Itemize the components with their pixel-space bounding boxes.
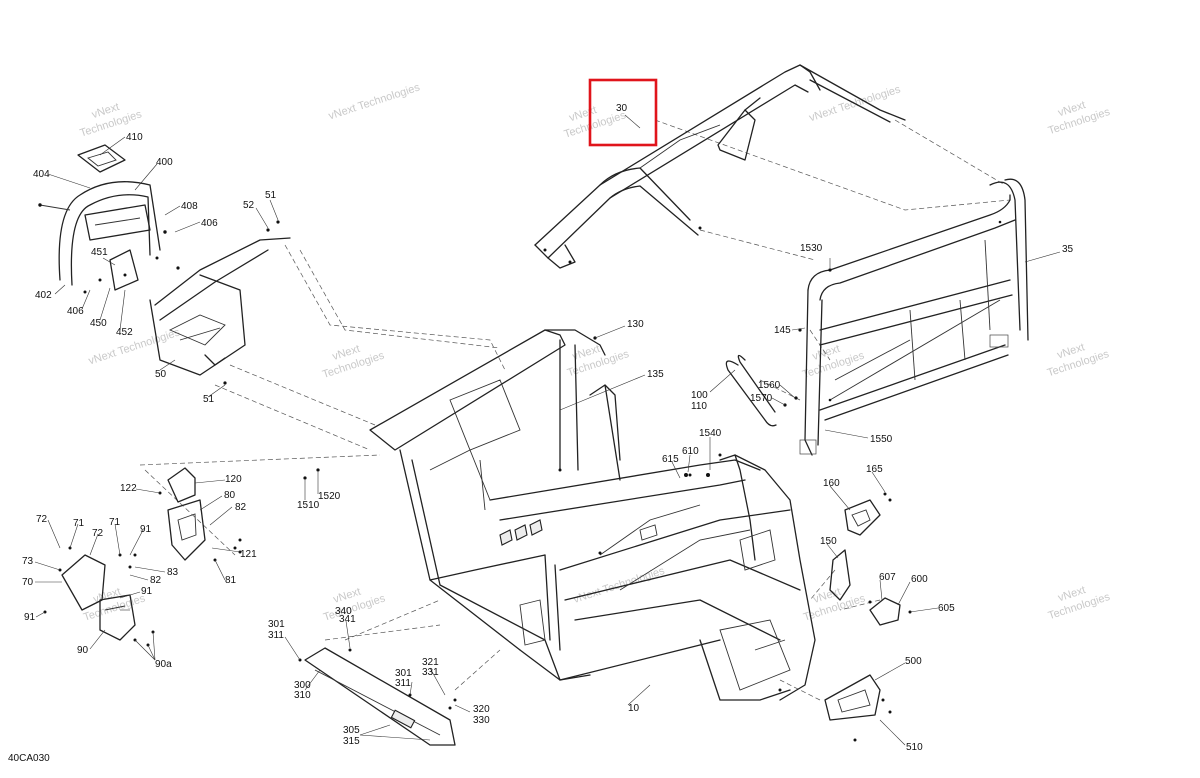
- callout-400: 400: [156, 157, 173, 168]
- hardware: [123, 266, 832, 480]
- callout-408: 408: [181, 201, 198, 212]
- callout-406b: 406: [67, 306, 84, 317]
- callout-450: 450: [90, 318, 107, 329]
- callout-90a: 90a: [155, 659, 172, 670]
- callout-50: 50: [155, 369, 167, 380]
- callout-51a: 51: [265, 190, 277, 201]
- callout-145: 145: [774, 325, 791, 336]
- callout-51b: 51: [203, 394, 215, 405]
- callout-82a: 82: [235, 502, 247, 513]
- watermarks: vNext Technologies vNext Technologies vN…: [79, 81, 1112, 623]
- callout-311b: 311: [395, 678, 411, 689]
- callout-1540: 1540: [699, 428, 722, 439]
- callout-341: 341: [339, 614, 356, 625]
- callout-1550: 1550: [870, 434, 893, 445]
- callout-135: 135: [647, 369, 664, 380]
- suspension-bracket-assembly: [43, 467, 242, 647]
- callout-500: 500: [905, 656, 922, 667]
- callout-315: 315: [343, 736, 360, 747]
- right-side-brackets: [824, 492, 912, 742]
- callout-402: 402: [35, 290, 52, 301]
- callout-1530: 1530: [800, 243, 823, 254]
- callout-52: 52: [243, 200, 255, 211]
- callout-1510: 1510: [297, 500, 320, 511]
- main-chassis: [369, 329, 816, 701]
- callout-90: 90: [77, 645, 89, 656]
- callout-340: 340: [335, 606, 352, 617]
- callout-83: 83: [167, 567, 179, 578]
- callout-91b: 91: [141, 586, 153, 597]
- figure-code: 40CA030: [8, 753, 50, 764]
- grab-handle: [725, 354, 777, 427]
- callout-510: 510: [906, 742, 923, 753]
- callout-406a: 406: [201, 218, 218, 229]
- callout-452: 452: [116, 327, 133, 338]
- callout-70: 70: [22, 577, 34, 588]
- roll-cage-rear: [799, 64, 1029, 456]
- callout-121: 121: [240, 549, 257, 560]
- callout-71b: 71: [109, 517, 121, 528]
- callout-1570: 1570: [750, 393, 773, 404]
- callout-120: 120: [225, 474, 242, 485]
- callout-122: 122: [120, 483, 137, 494]
- callout-321: 321: [422, 657, 439, 668]
- front-bumper-assembly: [38, 144, 167, 294]
- callout-30: 30: [616, 103, 628, 114]
- callout-301a: 301: [268, 619, 285, 630]
- roll-cage-front: [534, 64, 821, 269]
- callout-160: 160: [823, 478, 840, 489]
- assembly-guide-lines: [139, 119, 1011, 701]
- callout-82b: 82: [150, 575, 162, 586]
- callout-150: 150: [820, 536, 837, 547]
- callout-311a: 311: [268, 630, 284, 641]
- callout-320: 320: [473, 704, 490, 715]
- callout-91c: 91: [24, 612, 36, 623]
- callout-607: 607: [879, 572, 896, 583]
- callout-451: 451: [91, 247, 108, 258]
- callout-605: 605: [938, 603, 955, 614]
- callout-300: 300: [294, 680, 311, 691]
- watermark: vNext Technologies: [87, 326, 182, 367]
- part-callouts: 30 35 1530 145 1560 1570 100 110 1550 13…: [8, 103, 1074, 764]
- callout-91a: 91: [140, 524, 152, 535]
- callout-81: 81: [225, 575, 237, 586]
- callout-1520: 1520: [318, 491, 341, 502]
- callout-10: 10: [628, 703, 640, 714]
- watermark: vNext Technologies: [572, 565, 667, 606]
- callout-600: 600: [911, 574, 928, 585]
- leader-lines: [34, 114, 1061, 746]
- callout-410: 410: [126, 132, 143, 143]
- callout-615: 615: [662, 454, 679, 465]
- callout-330: 330: [473, 715, 490, 726]
- callout-130: 130: [627, 319, 644, 330]
- callout-80: 80: [224, 490, 236, 501]
- callout-110: 110: [691, 401, 707, 412]
- callout-305: 305: [343, 725, 360, 736]
- callout-404: 404: [33, 169, 50, 180]
- watermark: vNext Technologies: [327, 81, 422, 122]
- callout-71a: 71: [73, 518, 85, 529]
- callout-35: 35: [1062, 244, 1074, 255]
- callout-73: 73: [22, 556, 34, 567]
- front-bracket-assembly: [149, 220, 291, 385]
- callout-165: 165: [866, 464, 883, 475]
- skid-plate: [298, 647, 457, 746]
- highlight-box: [588, 78, 658, 147]
- callout-310: 310: [294, 690, 311, 701]
- callout-100: 100: [691, 390, 708, 401]
- callout-72b: 72: [92, 528, 104, 539]
- callout-331: 331: [422, 667, 439, 678]
- callout-72a: 72: [36, 514, 48, 525]
- callout-301b: 301: [395, 668, 412, 679]
- callout-1560: 1560: [758, 380, 781, 391]
- callout-610: 610: [682, 446, 699, 457]
